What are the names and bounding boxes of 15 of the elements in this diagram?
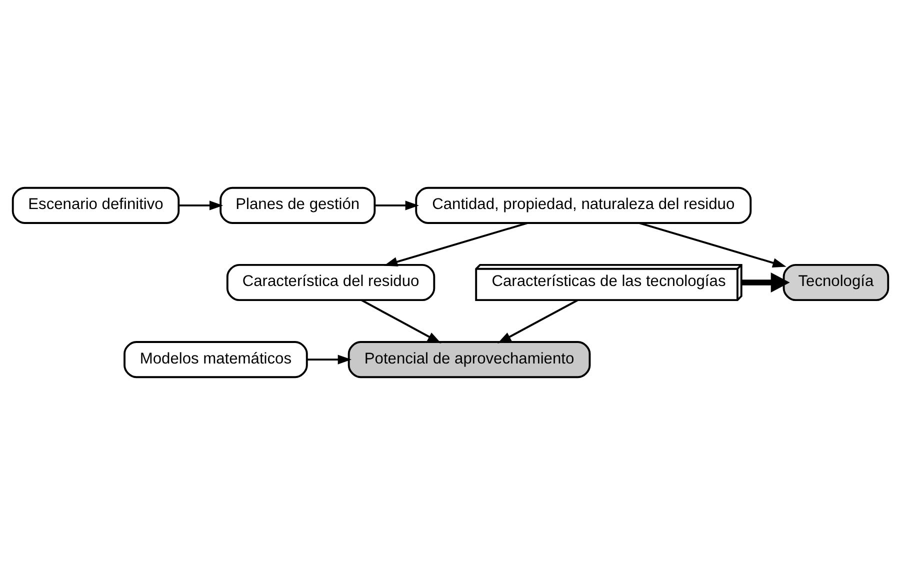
arrow (639, 222, 786, 268)
node-box: Cantidad, propiedad, naturaleza del residuo (415, 186, 752, 224)
arrow (384, 222, 528, 266)
arrow (307, 354, 352, 364)
node-box: Tecnología (782, 264, 890, 302)
arrow (741, 272, 790, 292)
node-box: Planes de gestión (220, 186, 376, 224)
arrow (361, 299, 442, 344)
node-box: Potencial de aprovechamiento (348, 341, 591, 378)
arrow (498, 299, 578, 344)
node-box: Característica del residuo (226, 264, 436, 302)
arrow (178, 200, 224, 210)
arrow (374, 200, 419, 210)
node-box: Escenario definitivo (12, 186, 180, 224)
node-box: Modelos matemáticos (124, 341, 308, 378)
